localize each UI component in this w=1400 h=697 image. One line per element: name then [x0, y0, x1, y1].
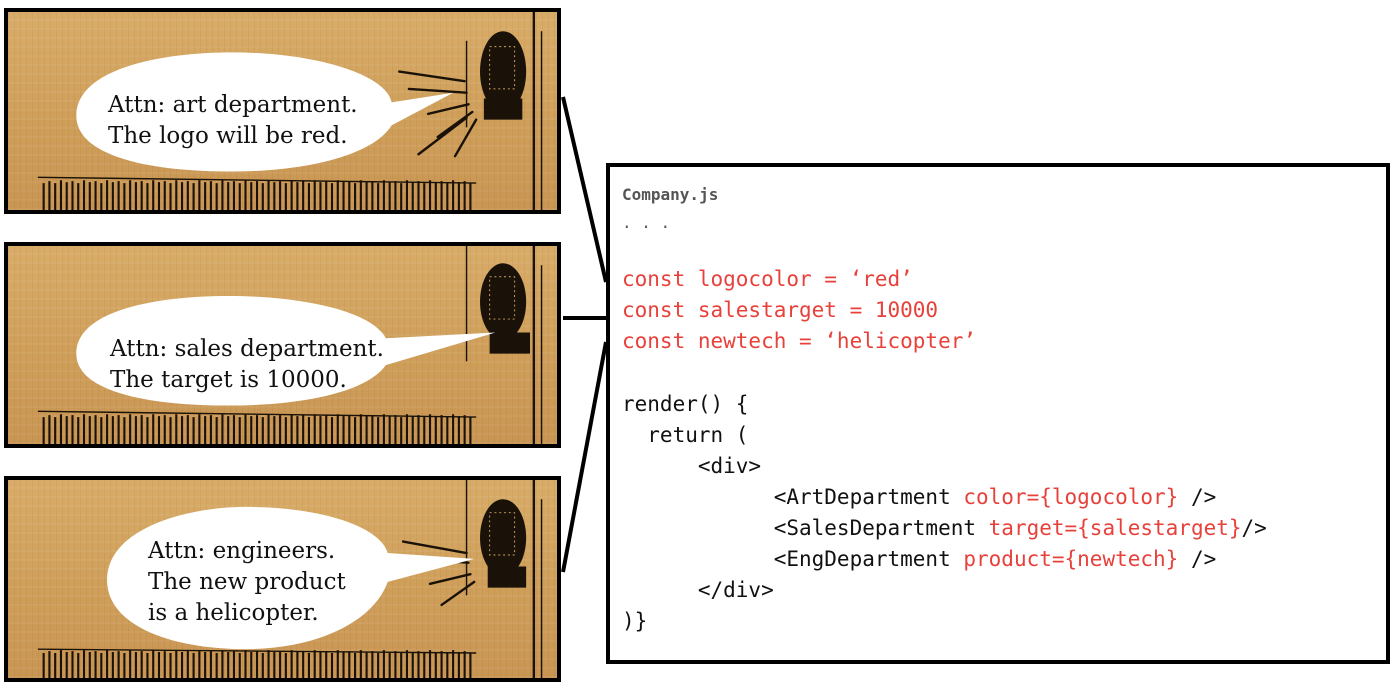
- bubble-line: Attn: sales department.: [110, 336, 384, 362]
- code-const-newtech: const newtech = ‘helicopter’: [622, 329, 977, 353]
- code-sales-end: />: [1241, 516, 1267, 540]
- code-eng-department: <EngDepartment product={newtech} />: [622, 547, 1217, 571]
- code-art-prop: color={logocolor}: [963, 485, 1179, 509]
- code-art-tag: <ArtDepartment: [622, 485, 964, 509]
- panel-illustration: [37, 480, 543, 678]
- bubble-line: is a helicopter.: [148, 600, 319, 626]
- code-eng-end: />: [1178, 547, 1217, 571]
- speech-bubble-text: Attn: engineers. The new product is a he…: [148, 536, 346, 629]
- speech-bubble-text: Attn: sales department. The target is 10…: [110, 334, 384, 396]
- code-const-logocolor: const logocolor = ‘red’: [622, 267, 913, 291]
- bubble-line: The target is 10000.: [110, 367, 347, 393]
- comic-panel-art: Attn: art department. The logo will be r…: [4, 8, 561, 214]
- comic-panel-engineering: Attn: engineers. The new product is a he…: [4, 476, 561, 682]
- code-render: render() {: [622, 392, 749, 416]
- code-close: )}: [622, 609, 648, 633]
- connector-line-art: [561, 96, 608, 283]
- code-sales-department: <SalesDepartment target={salestarget}/>: [622, 516, 1267, 540]
- code-art-end: />: [1178, 485, 1217, 509]
- bubble-line: Attn: art department.: [108, 92, 358, 118]
- code-filename: Company.js: [622, 185, 719, 204]
- code-eng-prop: product={newtech}: [963, 547, 1179, 571]
- code-eng-tag: <EngDepartment: [622, 547, 964, 571]
- code-sales-tag: <SalesDepartment: [622, 516, 989, 540]
- panel-illustration: [37, 246, 543, 444]
- bubble-line: The new product: [148, 569, 346, 595]
- bubble-line: The logo will be red.: [108, 123, 348, 149]
- panel-illustration: [37, 12, 543, 210]
- code-sales-prop: target={salestarget}: [988, 516, 1242, 540]
- code-ellipsis: . . .: [622, 213, 671, 232]
- code-art-department: <ArtDepartment color={logocolor} />: [622, 485, 1217, 509]
- code-div-close: </div>: [622, 578, 774, 602]
- connector-line-engineering: [561, 341, 608, 573]
- code-const-salestarget: const salestarget = 10000: [622, 298, 939, 322]
- code-panel: Company.js . . . const logocolor = ‘red’…: [606, 163, 1390, 664]
- speech-bubble-text: Attn: art department. The logo will be r…: [108, 90, 358, 152]
- bubble-line: Attn: engineers.: [148, 538, 336, 564]
- code-return: return (: [622, 423, 749, 447]
- code-div-open: <div>: [622, 454, 762, 478]
- comic-panel-sales: Attn: sales department. The target is 10…: [4, 242, 561, 448]
